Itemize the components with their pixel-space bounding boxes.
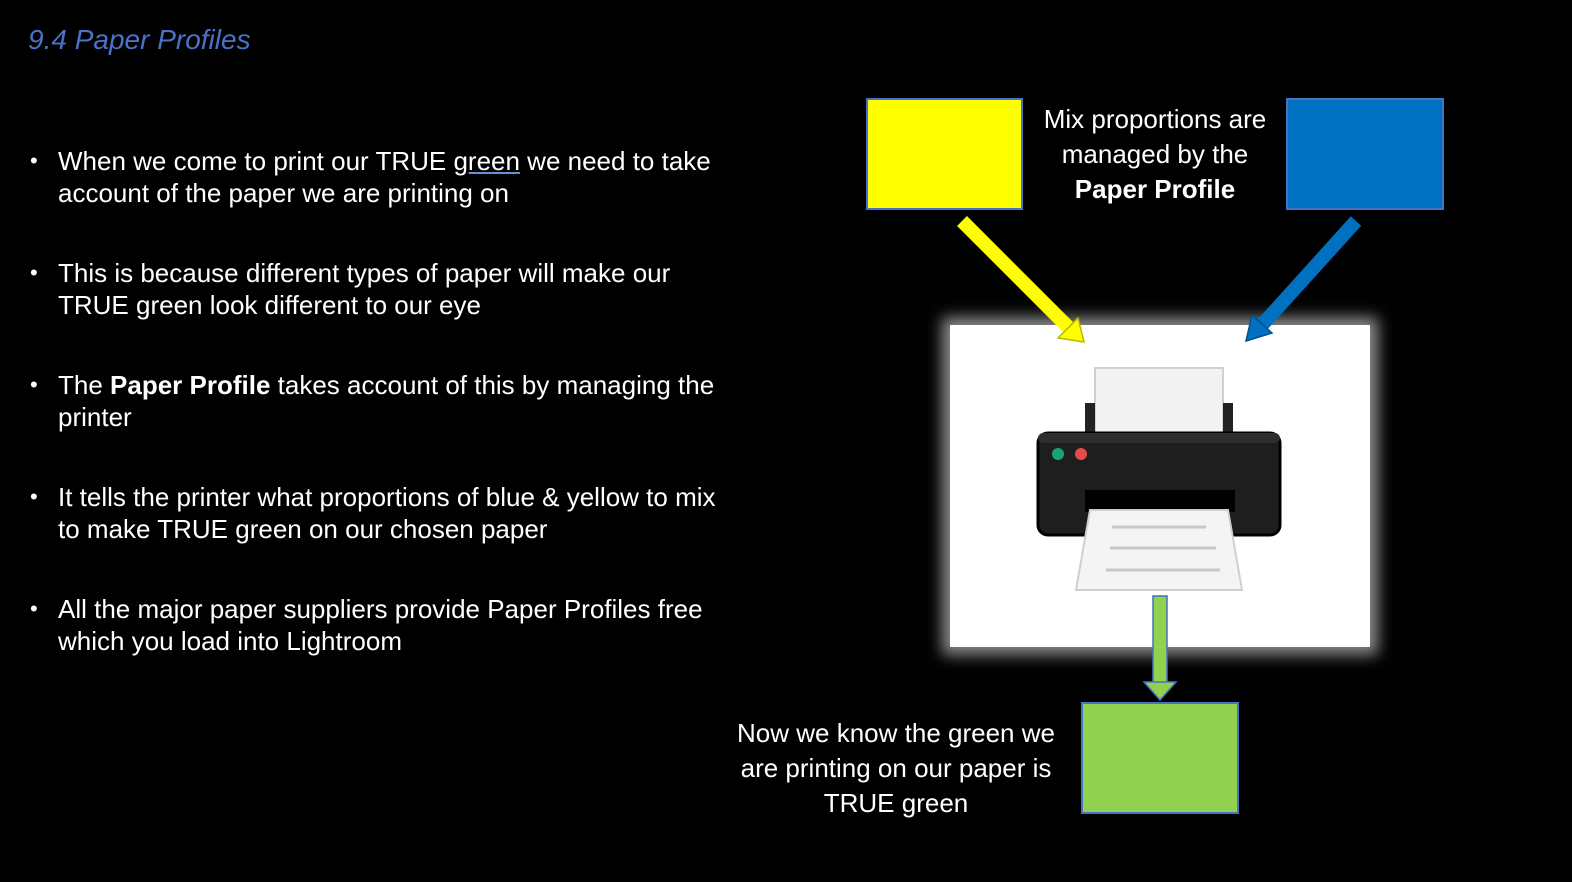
blue-arrow [1244, 216, 1362, 343]
bullet-dot: • [30, 260, 38, 285]
printer-icon [1036, 367, 1282, 591]
bullet-dot: • [30, 148, 38, 173]
bullet-dot: • [30, 484, 38, 509]
bullet-text: takes account of this by managing the pr… [58, 370, 715, 432]
green-swatch [1081, 702, 1239, 814]
bullet-text: we need to take account of the paper we … [58, 146, 711, 208]
result-caption-line: Now we know the green we [737, 718, 1055, 748]
bullet-text: The [58, 370, 111, 400]
bullet-text: When we come to print our TRUE [58, 146, 454, 176]
bullet-list: • When we come to print our TRUE green w… [28, 145, 718, 705]
mix-caption-line: managed by the [1061, 139, 1249, 169]
bullet-item-1: • When we come to print our TRUE green w… [28, 145, 718, 209]
mix-caption-line: Mix proportions are [1043, 104, 1267, 134]
bullet-dot: • [30, 372, 38, 397]
bullet-text: All the major paper suppliers provide Pa… [58, 594, 703, 656]
mix-caption-bold: Paper Profile [1074, 174, 1236, 204]
result-caption-line: are printing on our paper is [740, 753, 1052, 783]
result-caption: Now we know the green we are printing on… [712, 716, 1080, 821]
yellow-arrow [957, 216, 1086, 343]
bullet-item-2: • This is because different types of pap… [28, 257, 718, 321]
slide-title: 9.4 Paper Profiles [28, 24, 251, 55]
bullet-text: This is because different types of paper… [58, 258, 671, 320]
underlined-word: green [453, 146, 520, 176]
bullet-dot: • [30, 596, 38, 621]
yellow-swatch [866, 98, 1023, 210]
bullet-item-4: • It tells the printer what proportions … [28, 481, 718, 545]
mix-caption: Mix proportions are managed by the Paper… [1030, 102, 1280, 207]
bullet-item-3: • The Paper Profile takes account of thi… [28, 369, 718, 433]
blue-swatch [1286, 98, 1444, 210]
bullet-text: It tells the printer what proportions of… [58, 482, 716, 544]
result-caption-line: TRUE green [823, 788, 969, 818]
bold-term: Paper Profile [110, 370, 271, 400]
printer-panel [950, 325, 1370, 647]
bullet-item-5: • All the major paper suppliers provide … [28, 593, 718, 657]
